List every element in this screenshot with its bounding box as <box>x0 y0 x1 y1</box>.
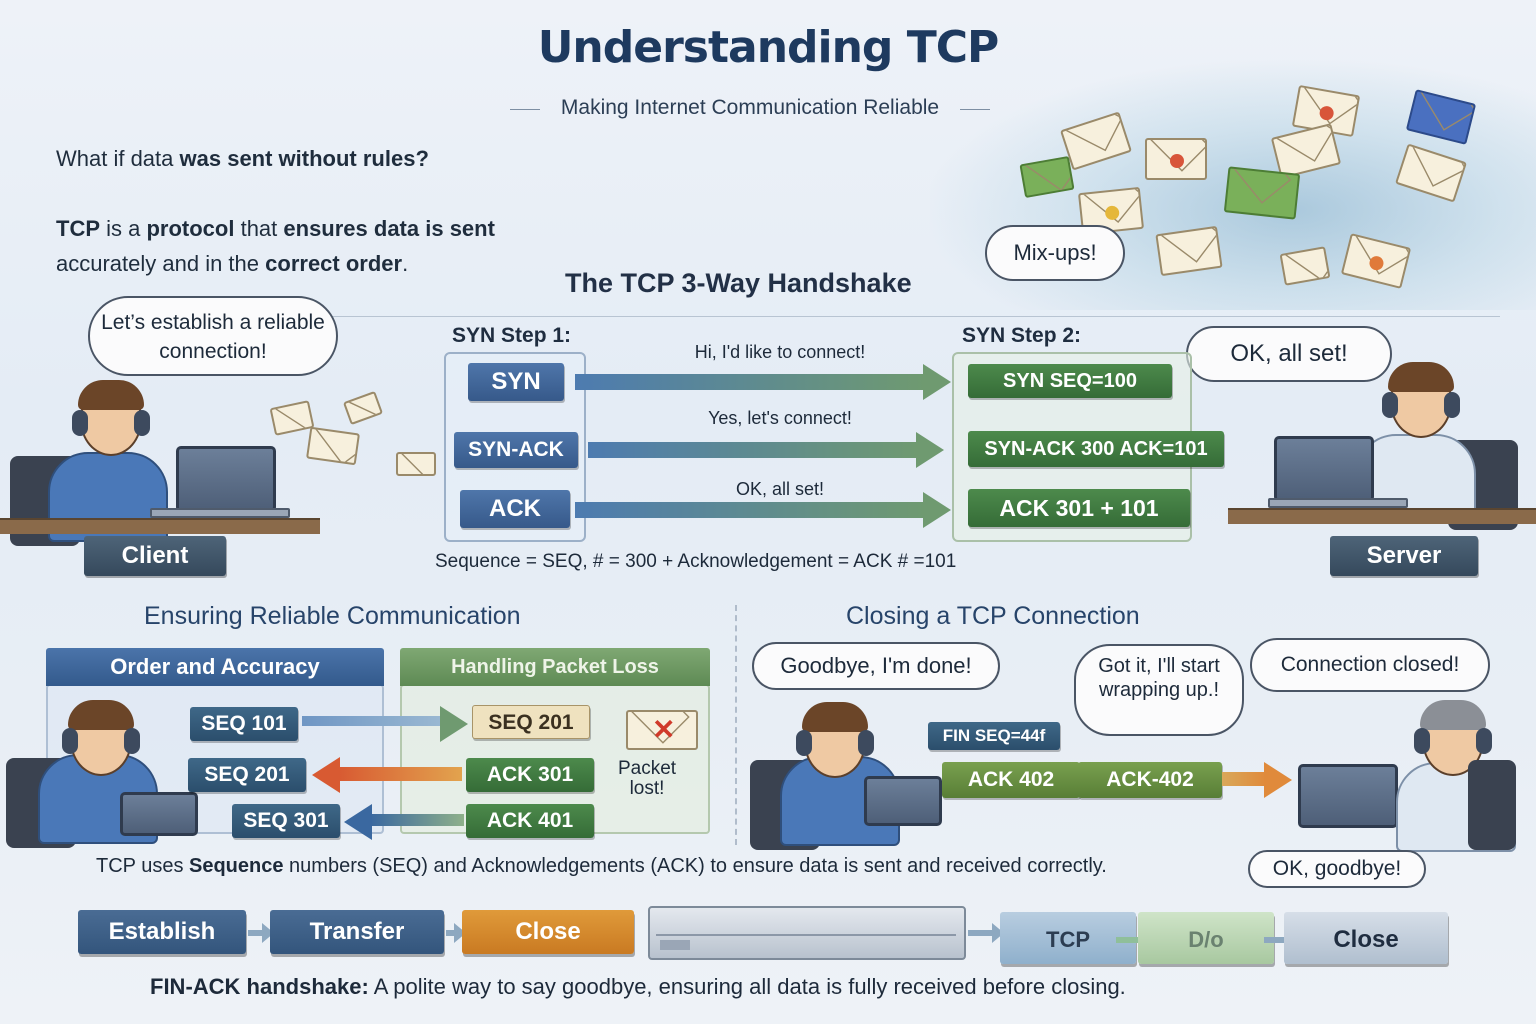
server-bubble: OK, all set! <box>1186 326 1392 382</box>
flow-arrow <box>968 923 1004 943</box>
flow-arrow <box>446 923 466 943</box>
wrapping-up-bubble: Got it, I'll start wrapping up.! <box>1074 644 1244 736</box>
reliable-title: Ensuring Reliable Communication <box>144 602 521 630</box>
ack-301-tag: ACK 301 <box>466 758 594 792</box>
syn-ack-seq-tag: SYN-ACK 300 ACK=101 <box>968 431 1224 467</box>
step2-label: SYN Step 2: <box>962 324 1082 347</box>
flow-close-final-step: Close <box>1284 912 1448 964</box>
ack-arrow-label: OK, all set! <box>735 479 825 499</box>
fin-ack-note-bold: FIN-ACK handshake: <box>150 974 369 999</box>
seq-101-tag: SEQ 101 <box>190 707 298 741</box>
seq-ack-note-a: TCP uses <box>96 855 189 877</box>
ack-return-arrow <box>344 804 464 840</box>
intro-tcp: TCP <box>56 216 100 241</box>
flow-establish-step: Establish <box>78 910 246 954</box>
step1-label: SYN Step 1: <box>452 324 572 347</box>
envelope-icon <box>1395 143 1467 203</box>
seq-201-tag: SEQ 201 <box>188 758 306 792</box>
ack-seq-tag: ACK 301 + 101 <box>968 489 1190 527</box>
handshake-title: The TCP 3-Way Handshake <box>565 268 912 298</box>
seq-301-tag: SEQ 301 <box>232 804 340 838</box>
intro-text-3: accurately and in the <box>56 251 266 276</box>
syn-ack-arrow-label: Yes, let's connect! <box>708 408 852 428</box>
packet-lost-note: Packet lost! <box>617 758 677 799</box>
envelope-icon <box>1279 246 1331 286</box>
envelope-icon <box>1340 233 1412 289</box>
flow-do-step: D/o <box>1138 912 1274 964</box>
closing-title: Closing a TCP Connection <box>846 602 1140 630</box>
ok-goodbye-bubble: OK, goodbye! <box>1248 850 1426 888</box>
intro-text-2: that <box>234 216 284 241</box>
section-divider <box>330 316 1500 317</box>
intro-protocol: protocol <box>146 216 235 241</box>
client-label: Client <box>84 536 226 576</box>
envelope-icon <box>1405 89 1477 145</box>
syn-arrow <box>575 364 951 400</box>
intro-question-plain: What if data <box>56 146 180 171</box>
mixups-bubble: Mix-ups! <box>985 225 1125 281</box>
syn-ack-tag: SYN-ACK <box>454 432 578 468</box>
envelope-icon <box>1223 166 1301 220</box>
server-person-illustration <box>1292 700 1522 852</box>
seq-ack-note-bold: Sequence <box>189 855 284 877</box>
envelope-icon <box>1155 225 1223 277</box>
envelope-icon <box>396 452 436 476</box>
intro-period: . <box>402 251 409 276</box>
seq-201-received-tag: SEQ 201 <box>472 705 590 739</box>
syn-ack-arrow <box>588 432 944 468</box>
page-subtitle: Making Internet Communication Reliable <box>500 96 1000 120</box>
section-divider-vertical <box>735 605 737 845</box>
lost-envelope-icon: ✕ <box>626 710 698 750</box>
client-bubble: Let’s establish a reliable connection! <box>88 296 338 376</box>
loss-panel-header: Handling Packet Loss <box>400 648 710 686</box>
page-title: Understanding TCP <box>537 22 1000 73</box>
intro-question: What if data was sent without rules? <box>56 146 429 172</box>
connection-closed-bubble: Connection closed! <box>1250 638 1490 692</box>
ack-return-arrow <box>312 757 462 793</box>
goodbye-bubble: Goodbye, I'm done! <box>752 642 1000 690</box>
ack-401-tag: ACK 401 <box>466 804 594 838</box>
seq-ack-note: TCP uses Sequence numbers (SEQ) and Ackn… <box>96 855 1107 878</box>
flow-close-step: Close <box>462 910 634 954</box>
intro-correct-order: correct order <box>265 251 403 276</box>
syn-arrow-label: Hi, I'd like to connect! <box>694 342 866 362</box>
fin-ack-note: FIN-ACK handshake: A polite way to say g… <box>150 974 1126 1000</box>
server-rack-illustration <box>648 906 966 960</box>
fin-ack-note-text: A polite way to say goodbye, ensuring al… <box>368 974 1126 999</box>
order-panel-header: Order and Accuracy <box>46 648 384 686</box>
intro-question-bold: was sent without rules? <box>179 146 429 171</box>
server-label: Server <box>1330 536 1478 576</box>
syn-tag: SYN <box>468 363 564 401</box>
sequence-note: Sequence = SEQ, # = 300 + Acknowledgemen… <box>435 551 957 572</box>
server-person-illustration <box>1228 360 1536 540</box>
ack-402-tag-b: ACK-402 <box>1078 762 1222 798</box>
intro-definition: TCP is a protocol that ensures data is s… <box>56 211 616 281</box>
envelope-icon <box>342 390 384 426</box>
seq-forward-arrow <box>302 706 468 742</box>
syn-seq-tag: SYN SEQ=100 <box>968 364 1172 398</box>
envelope-icon <box>1270 123 1342 179</box>
fin-tag: FIN SEQ=44f <box>928 722 1060 750</box>
intro-text-1: is a <box>100 216 147 241</box>
envelope-icon <box>1019 155 1075 199</box>
ack-402-tag-a: ACK 402 <box>942 762 1080 798</box>
seq-ack-note-b: numbers (SEQ) and Acknowledgements (ACK)… <box>283 855 1107 877</box>
ack-forward-arrow <box>1222 762 1292 798</box>
ack-tag: ACK <box>460 490 570 528</box>
client-person-illustration <box>0 700 200 848</box>
envelope-icon <box>1145 138 1207 180</box>
flow-transfer-step: Transfer <box>270 910 444 954</box>
envelope-icon <box>306 426 360 466</box>
intro-ensures: ensures data is sent <box>283 216 495 241</box>
ack-arrow <box>575 492 951 528</box>
envelope-icon <box>1060 111 1132 171</box>
client-person-illustration <box>746 700 946 850</box>
flow-tcp-step: TCP <box>1000 912 1136 964</box>
flow-arrow <box>248 923 274 943</box>
client-person-illustration <box>0 380 330 560</box>
